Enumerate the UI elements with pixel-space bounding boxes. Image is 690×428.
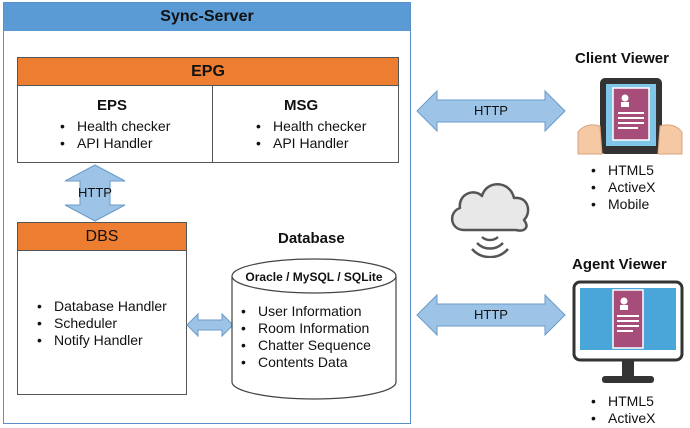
- database-list: User Information Room Information Chatte…: [238, 303, 371, 371]
- agent-viewer-title: Agent Viewer: [572, 256, 667, 273]
- dbs-item: Database Handler: [34, 298, 167, 315]
- sync-server-frame: [3, 2, 411, 424]
- monitor-icon: [572, 280, 684, 383]
- msg-list: Health checker API Handler: [253, 118, 366, 152]
- eps-item: API Handler: [57, 135, 170, 152]
- agent-viewer-item: ActiveX: [588, 410, 655, 427]
- agent-http-arrow: [416, 293, 566, 337]
- msg-item: Health checker: [253, 118, 366, 135]
- msg-title: MSG: [284, 97, 319, 114]
- database-engines: Oracle / MySQL / SQLite: [245, 270, 383, 284]
- database-item: Room Information: [238, 320, 371, 337]
- dbs-list: Database Handler Scheduler Notify Handle…: [34, 298, 167, 349]
- eps-list: Health checker API Handler: [57, 118, 170, 152]
- eps-item: Health checker: [57, 118, 170, 135]
- epg-dbs-arrow-label: HTTP: [78, 185, 112, 200]
- epg-divider: [212, 86, 213, 163]
- epg-body: [17, 86, 399, 163]
- agent-viewer-list: HTML5 ActiveX: [588, 393, 655, 427]
- client-viewer-item: Mobile: [588, 196, 655, 213]
- database-item: Chatter Sequence: [238, 337, 371, 354]
- sync-server-title: Sync-Server: [4, 3, 410, 31]
- tablet-hands-icon: [577, 78, 683, 155]
- client-http-arrow: [416, 89, 566, 133]
- agent-http-label: HTTP: [474, 307, 508, 322]
- client-viewer-title: Client Viewer: [575, 50, 669, 67]
- msg-item: API Handler: [253, 135, 366, 152]
- client-viewer-list: HTML5 ActiveX Mobile: [588, 162, 655, 213]
- database-item: Contents Data: [238, 354, 371, 371]
- cloud-wireless-icon: [451, 183, 530, 258]
- agent-viewer-item: HTML5: [588, 393, 655, 410]
- dbs-header: DBS: [17, 222, 187, 251]
- dbs-item: Notify Handler: [34, 332, 167, 349]
- dbs-item: Scheduler: [34, 315, 167, 332]
- dbs-database-arrow: [186, 312, 234, 338]
- database-title: Database: [278, 230, 345, 247]
- epg-dbs-arrow: [64, 164, 126, 222]
- dbs-body: [17, 251, 187, 395]
- client-viewer-item: ActiveX: [588, 179, 655, 196]
- client-viewer-item: HTML5: [588, 162, 655, 179]
- database-item: User Information: [238, 303, 371, 320]
- epg-header: EPG: [17, 57, 399, 86]
- client-http-label: HTTP: [474, 103, 508, 118]
- eps-title: EPS: [97, 97, 128, 114]
